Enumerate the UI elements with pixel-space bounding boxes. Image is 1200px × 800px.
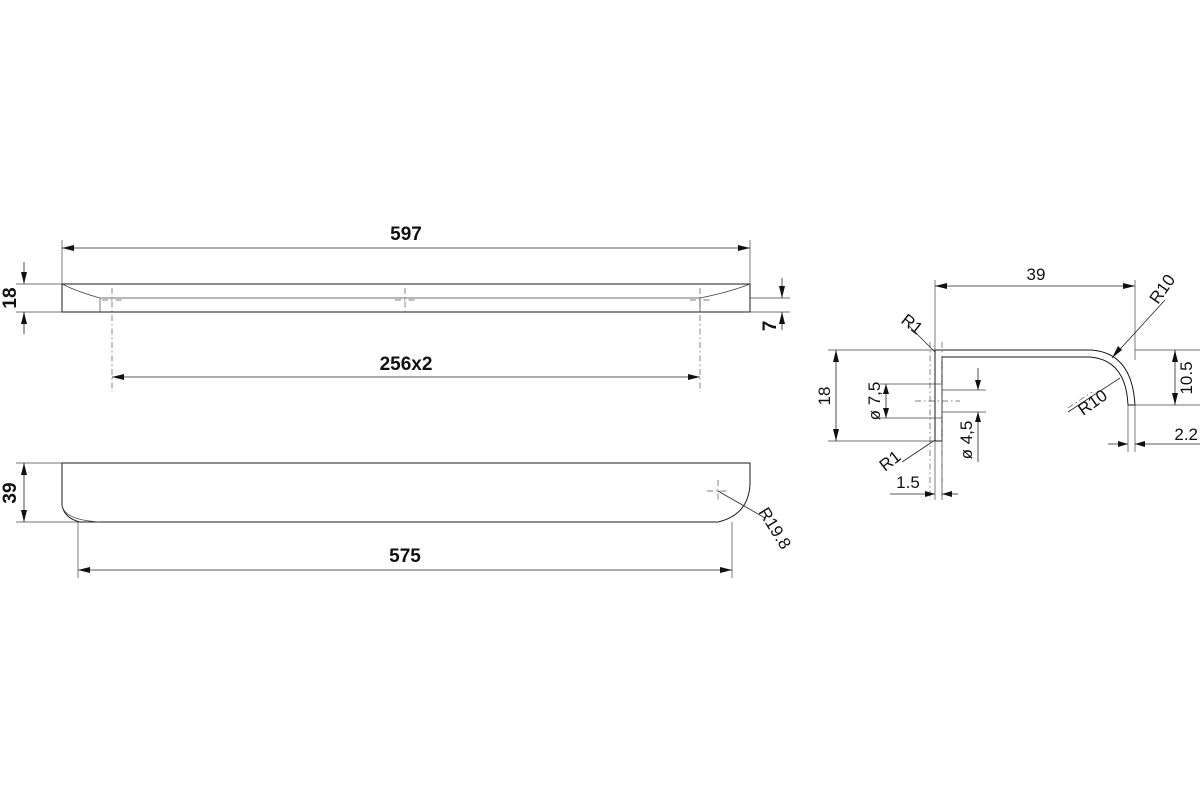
- top-view: R19.8 39 575: [0, 462, 795, 578]
- dim-bottom-length: 575: [389, 546, 421, 567]
- radius-center-mark: [707, 480, 729, 502]
- dim-profile-width: 39: [1027, 265, 1046, 284]
- dim-top-depth: 39: [0, 482, 21, 503]
- dim-hole-diameter: ø 4,5: [957, 421, 976, 460]
- hole-centerline-left: [102, 288, 122, 392]
- dim-corner-radius-top: R1: [898, 310, 927, 338]
- dim-end-radius: R19.8: [755, 504, 795, 553]
- dim-front-height: 18: [0, 287, 21, 308]
- dim-front-thickness: 7: [760, 321, 781, 332]
- top-view-outline: [61, 462, 751, 523]
- dim-hole-spacing: 256x2: [380, 354, 433, 375]
- dim-inner-radius: R10: [1074, 386, 1110, 419]
- hole-centerline-middle: [395, 288, 415, 312]
- radius-leader: [717, 490, 766, 519]
- dim-wall-thickness: 1.5: [896, 473, 920, 492]
- dim-lip-thickness: 2.2: [1174, 425, 1198, 444]
- profile-outline: [934, 349, 1136, 442]
- dim-overall-length: 597: [390, 224, 422, 245]
- dim-profile-height: 18: [815, 387, 834, 406]
- front-view-bevel: [61, 283, 751, 299]
- front-view: 597 256x2 18 7: [0, 224, 790, 392]
- dim-counterbore-diameter: ø 7,5: [865, 382, 884, 421]
- profile-view: 39 R10 R10 R1 R1 18 ø 7,5: [815, 265, 1200, 500]
- dim-corner-radius-bottom: R1: [876, 447, 905, 475]
- hole-centerline-right: [690, 288, 710, 392]
- dim-lip-height: 10.5: [1177, 361, 1196, 394]
- dim-outer-radius: R10: [1146, 271, 1179, 307]
